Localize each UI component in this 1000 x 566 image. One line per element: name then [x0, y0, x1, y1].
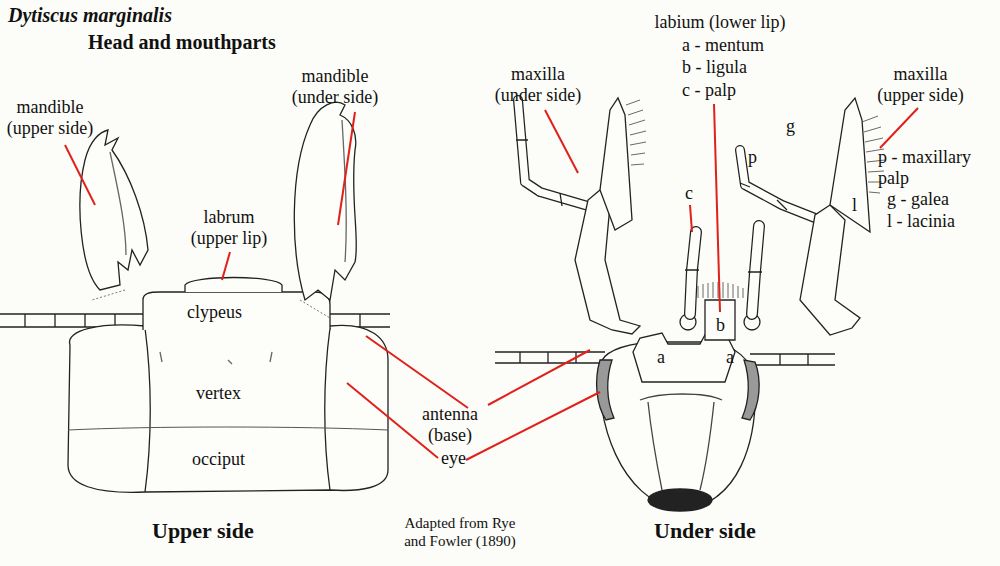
part-label: c: [685, 183, 693, 204]
leader-line: [714, 104, 720, 312]
part-label: g - galea: [887, 189, 949, 210]
part-label: p: [748, 147, 757, 168]
lacinia-hairs: [626, 100, 646, 165]
eye-under: [597, 360, 614, 420]
source-caption: Adapted from Rye and Fowler (1890): [395, 514, 525, 550]
part-label: eye: [441, 448, 466, 469]
mandible-under: [294, 102, 356, 300]
maxilla-galea: [600, 98, 632, 230]
part-label: a: [657, 347, 665, 368]
part-label: c - palp: [682, 80, 736, 101]
part-label: a - mentum: [682, 35, 764, 56]
palp-joint: [685, 270, 762, 272]
maxilla-stipes: [800, 205, 860, 335]
upper-head: [0, 102, 390, 492]
suture-line: [68, 427, 388, 430]
surface-marks: [160, 352, 272, 364]
clypeus-plate: [143, 292, 330, 330]
part-label: clypeus: [187, 302, 242, 323]
mandible-detail: [110, 152, 126, 255]
part-label: b: [716, 315, 725, 336]
part-label: a: [726, 347, 734, 368]
head-outline: [68, 325, 388, 492]
part-label: maxilla (under side): [488, 64, 588, 106]
occipital-opening: [648, 489, 712, 511]
leader-line: [690, 205, 692, 232]
part-label: l - lacinia: [887, 211, 955, 232]
leader-lines: [65, 104, 918, 460]
part-label: p - maxillary palp: [878, 147, 988, 189]
part-label: Upper side: [152, 518, 254, 543]
leader-line: [545, 110, 578, 173]
eye-border: [145, 328, 330, 492]
part-label: occiput: [192, 449, 245, 470]
suture-line: [640, 394, 722, 490]
eye-under: [742, 360, 759, 420]
maxillary-palp: [518, 100, 588, 206]
mandible-upper: [80, 130, 148, 290]
part-label: Under side: [654, 518, 756, 543]
palp-joint: [740, 183, 787, 210]
leader-line: [366, 336, 590, 408]
part-label: Head and mouthparts: [88, 31, 276, 54]
part-label: labium (lower lip): [630, 12, 810, 33]
part-label: labrum (upper lip): [180, 207, 278, 249]
antenna-segments: [750, 354, 835, 365]
part-label: mandible (under side): [285, 66, 385, 108]
part-label: mandible (upper side): [0, 97, 100, 139]
part-label: b - ligula: [682, 57, 747, 78]
labrum-plate: [185, 278, 282, 293]
part-label: vertex: [196, 383, 241, 404]
leader-line: [880, 108, 918, 148]
maxilla-galea: [830, 98, 870, 232]
part-label: antenna (base): [404, 404, 496, 446]
leader-line: [222, 252, 230, 280]
leader-line: [338, 112, 355, 225]
palp-joint: [516, 140, 562, 206]
figure-title: Dytiscus marginalis: [8, 4, 172, 27]
maxillary-palp: [518, 100, 588, 206]
leader-line: [347, 383, 600, 460]
part-label: g: [786, 116, 795, 137]
part-label: l: [852, 195, 857, 216]
leader-line: [65, 145, 95, 205]
under-head: [495, 98, 885, 511]
part-label: maxilla (upper side): [868, 64, 973, 106]
antenna-segments: [495, 352, 605, 363]
